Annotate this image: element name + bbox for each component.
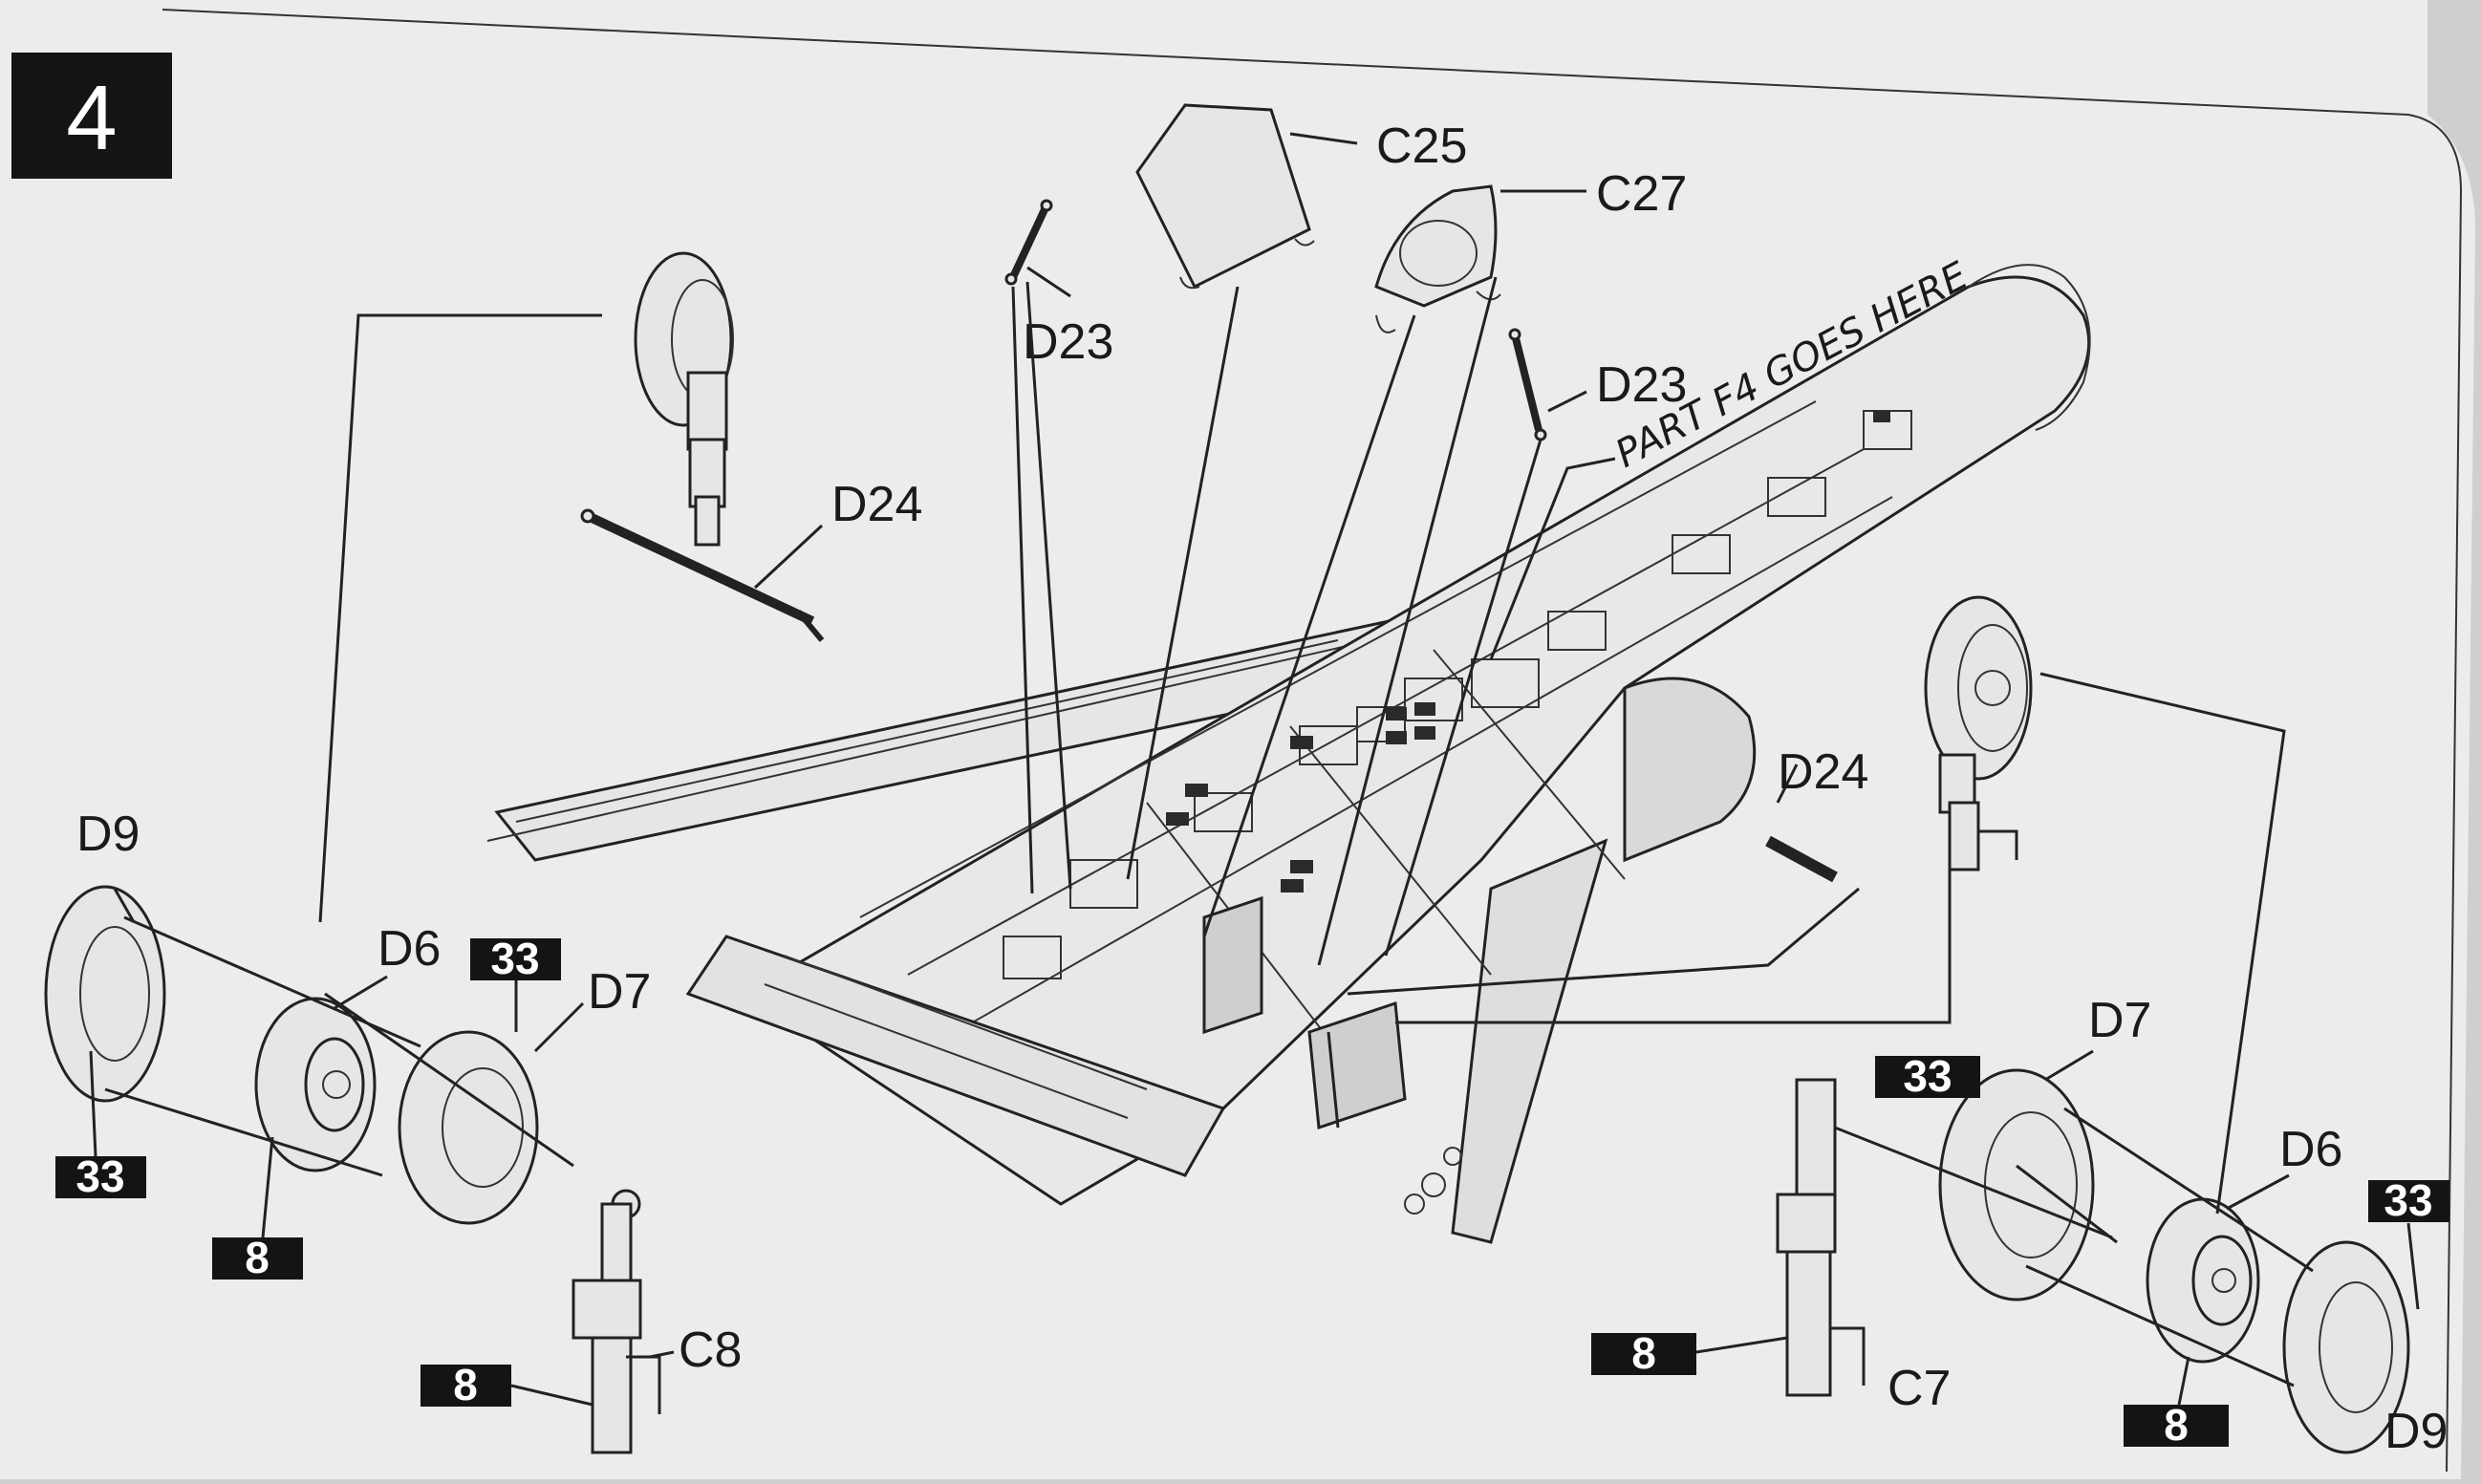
right-wheel-d7-tire	[1938, 1068, 2095, 1301]
label-c8: C8	[679, 1323, 742, 1378]
label-c7: C7	[1888, 1361, 1951, 1416]
label-d6-right: D6	[2279, 1122, 2342, 1177]
paint-code-right-d9: 33	[2368, 1175, 2449, 1225]
svg-text:8: 8	[245, 1233, 270, 1282]
right-wheel-d6-inner	[2146, 1197, 2260, 1364]
paint-code-left-d6: 8	[212, 1233, 303, 1282]
svg-text:33: 33	[490, 934, 539, 983]
step-number: 4	[66, 67, 117, 169]
part-d24-right-strut	[1765, 764, 1838, 883]
label-d23-left: D23	[1023, 314, 1113, 370]
paint-code-left-c8: 8	[421, 1360, 511, 1409]
label-d9-right: D9	[2384, 1404, 2448, 1459]
paint-code-right-d7: 33	[1875, 1051, 1980, 1101]
label-d24-left: D24	[831, 477, 922, 532]
left-wheel-d9-hub	[44, 885, 166, 1103]
left-wheel-d7-tire	[398, 1030, 539, 1225]
part-d23-left-rod	[1004, 199, 1071, 298]
part-c25-door	[1135, 103, 1358, 290]
label-d7-right: D7	[2088, 993, 2151, 1048]
label-d24-right: D24	[1778, 744, 1868, 800]
part-c7-gear-leg	[1776, 1078, 1866, 1397]
part-c8-gear-leg	[572, 1189, 661, 1454]
page-border	[162, 9, 2463, 1473]
right-gear-leg-upper	[1924, 595, 2033, 871]
note-arrow	[1489, 457, 1616, 660]
paint-code-left-d7: 33	[470, 934, 561, 983]
label-d9-left: D9	[76, 807, 140, 862]
step-number-box: 4	[11, 53, 172, 179]
fuselage-underside	[486, 264, 2091, 1244]
svg-text:33: 33	[1903, 1051, 1952, 1101]
label-d7-left: D7	[588, 964, 651, 1020]
svg-text:8: 8	[453, 1360, 478, 1409]
right-wheel-d9-hub	[2282, 1240, 2410, 1454]
label-d6-left: D6	[378, 921, 441, 977]
nose-gear-assembly	[634, 251, 734, 547]
part-c27-door	[1374, 184, 1586, 333]
svg-text:33: 33	[76, 1151, 124, 1201]
label-c27: C27	[1596, 166, 1687, 222]
paint-code-right-c7: 8	[1591, 1328, 1696, 1378]
paint-code-left-d9: 33	[55, 1151, 146, 1201]
svg-text:8: 8	[2164, 1400, 2189, 1450]
svg-text:8: 8	[1631, 1328, 1656, 1378]
label-c25: C25	[1376, 118, 1467, 174]
svg-text:33: 33	[2384, 1175, 2432, 1225]
paint-code-right-d6: 8	[2124, 1400, 2229, 1450]
label-d23-right: D23	[1596, 357, 1687, 413]
left-wheel-d6-inner	[254, 997, 377, 1172]
part-d24-left-strut	[580, 508, 825, 642]
assembly-leader-lines	[1011, 276, 1860, 1129]
